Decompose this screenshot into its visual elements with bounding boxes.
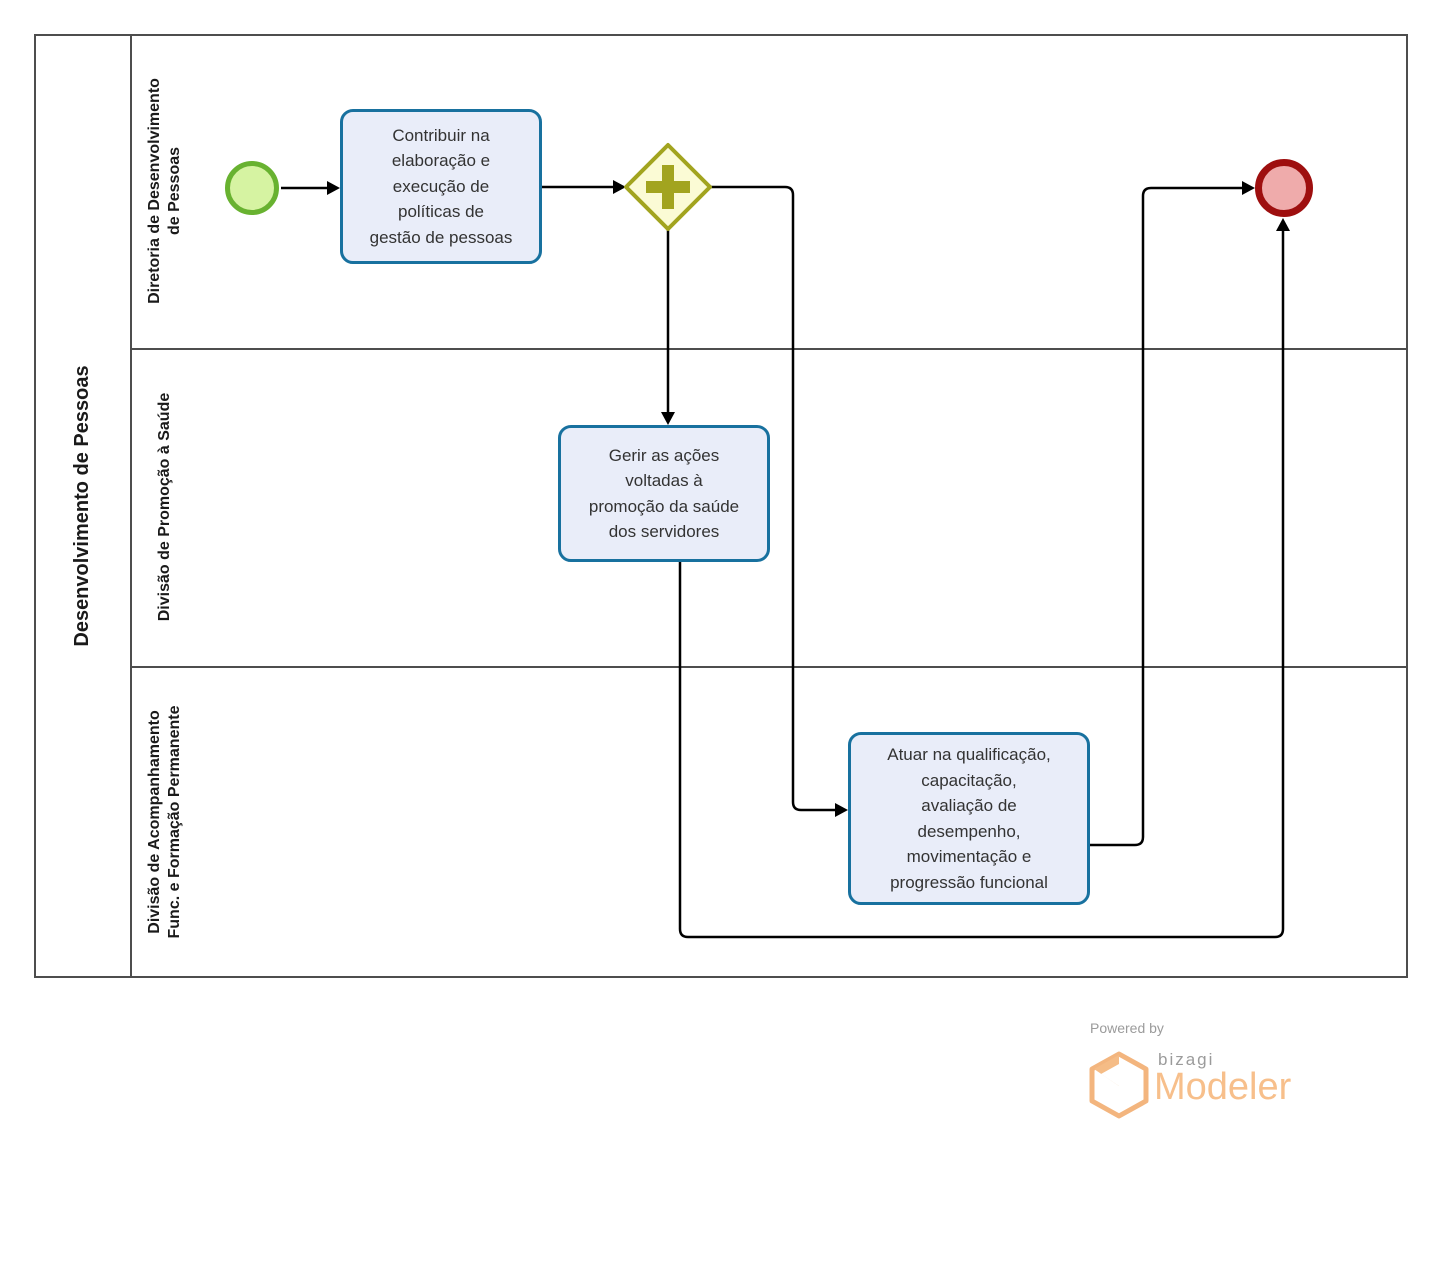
pool-title-divider [130, 34, 132, 978]
bizagi-hexagon-icon [1089, 1051, 1149, 1119]
flow-gateway-to-task3 [710, 185, 848, 817]
flow-start-to-task1 [281, 181, 340, 195]
plus-icon [646, 165, 690, 209]
task-label: Atuar na qualificação, capacitação, aval… [887, 745, 1051, 892]
task-atuar[interactable]: Atuar na qualificação, capacitação, aval… [848, 732, 1090, 905]
flow-gateway-to-task2 [661, 229, 675, 425]
start-event[interactable] [225, 161, 279, 215]
task-contribuir[interactable]: Contribuir na elaboração e execução de p… [340, 109, 542, 264]
flow-task3-to-end [1090, 181, 1255, 847]
flow-task1-to-gateway [542, 180, 626, 194]
lane-divider-2 [130, 666, 1408, 668]
bizagi-modeler-logo: Powered by bizagi Modeler [1088, 1020, 1348, 1130]
flow-task2-to-end [678, 218, 1290, 939]
task-label: Contribuir na elaboração e execução de p… [369, 125, 513, 247]
lane-divider-1 [130, 348, 1408, 350]
parallel-gateway[interactable] [623, 142, 713, 232]
end-event[interactable] [1255, 159, 1313, 217]
bizagi-wordmark: bizagi [1158, 1050, 1215, 1069]
task-gerir[interactable]: Gerir as ações voltadas à promoção da sa… [558, 425, 770, 562]
task-label: Gerir as ações voltadas à promoção da sa… [588, 445, 740, 542]
modeler-wordmark: Modeler [1154, 1066, 1292, 1108]
powered-by-text: Powered by [1090, 1020, 1164, 1036]
